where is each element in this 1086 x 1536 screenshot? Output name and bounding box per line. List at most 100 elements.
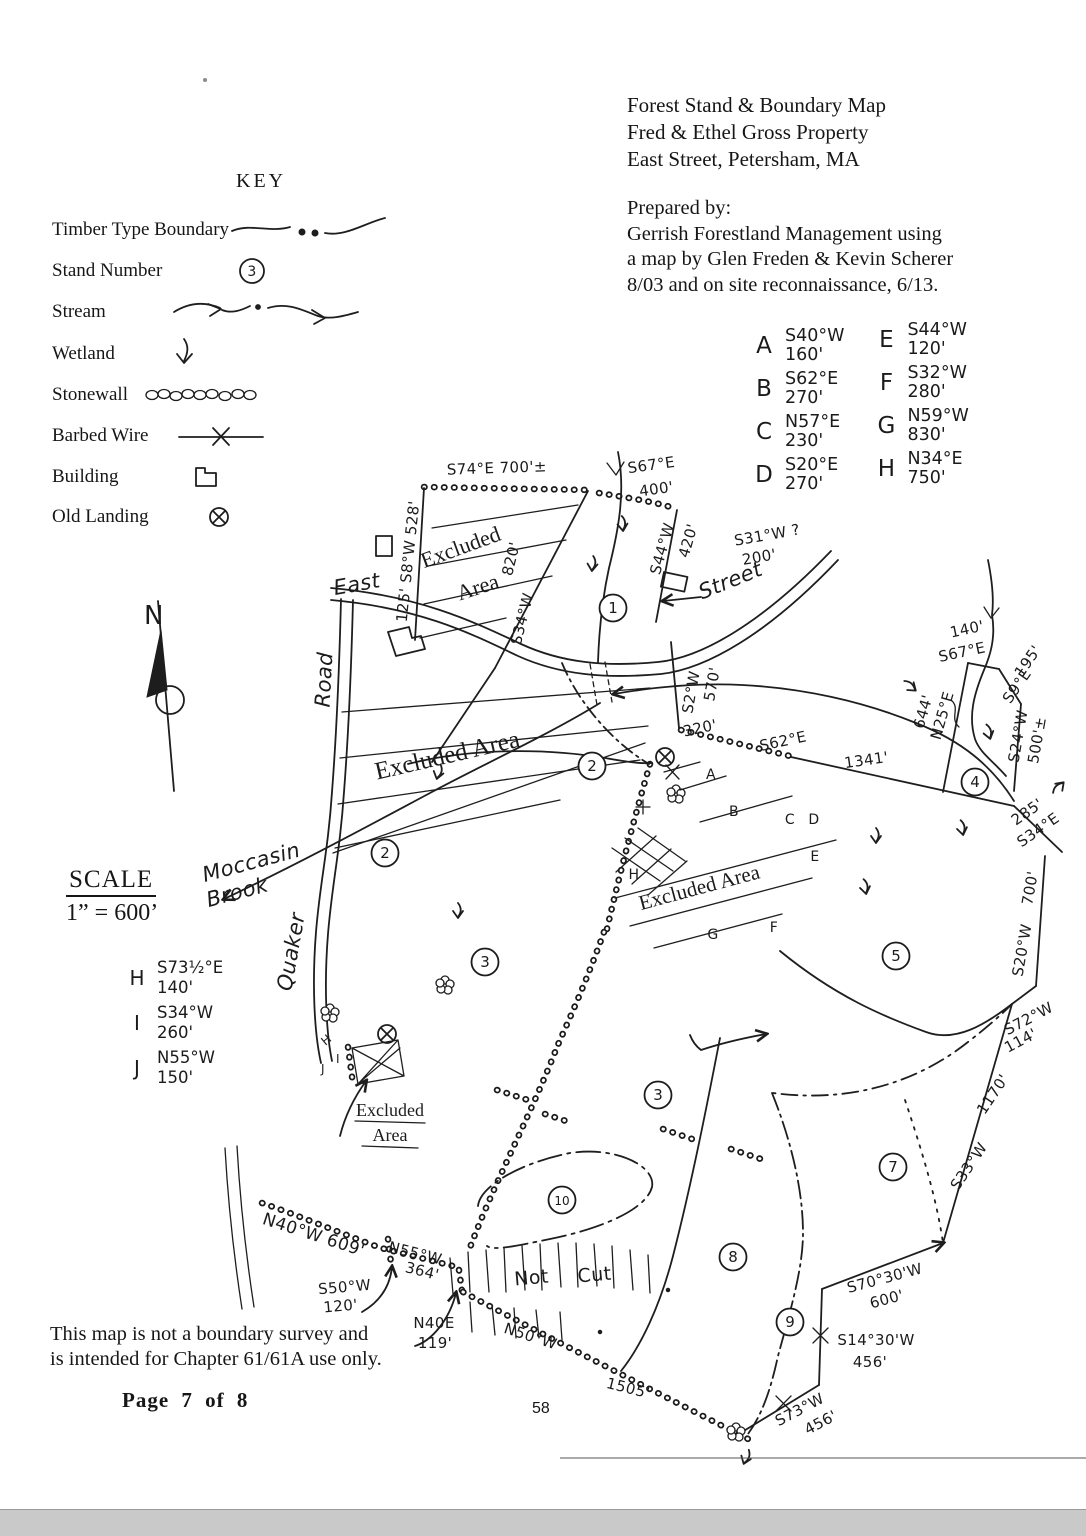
- bearing-direction: S34°W: [157, 1003, 214, 1022]
- wetland-icon: [176, 338, 193, 364]
- label-underlines: [354, 1120, 426, 1149]
- map-label: 120': [323, 1296, 359, 1317]
- bearing-id: H: [877, 456, 896, 482]
- trail-edge: [224, 1147, 243, 1310]
- key-item-label: Stand Number: [52, 260, 163, 281]
- map-label: 200': [741, 545, 778, 569]
- map-label: N40E: [413, 1314, 454, 1332]
- bearing-direction: S20°E: [785, 455, 839, 475]
- building-outline: [387, 626, 426, 657]
- map-label: Excluded: [356, 1100, 424, 1120]
- map-label: N40°W 609': [260, 1209, 367, 1261]
- key-item-stonewall: Stonewall: [52, 381, 282, 409]
- barbed-wire-marks: [665, 764, 829, 1412]
- svg-text:8: 8: [728, 1248, 738, 1266]
- trail-edge: [236, 1145, 255, 1308]
- old-landing-icon: [209, 507, 229, 527]
- bearing-length: 280': [907, 382, 946, 402]
- bearing-direction: N34°E: [907, 449, 963, 469]
- prepared-by-block: Prepared by: Gerrish Forestland Manageme…: [627, 196, 953, 298]
- bearing-id: I: [134, 1011, 140, 1035]
- bearing-id: H: [129, 966, 145, 990]
- bearing-id: D: [755, 462, 773, 488]
- map-label: I: [336, 1052, 340, 1066]
- moccasin-brook: [224, 702, 601, 899]
- key-item-stand-number: Stand Number 3: [52, 257, 290, 285]
- svg-text:3: 3: [480, 953, 490, 971]
- map-label: S67°E: [626, 453, 676, 477]
- streams: [224, 451, 1015, 1051]
- map-label: 456': [853, 1353, 887, 1371]
- map-label: E: [810, 849, 819, 865]
- key-item-label: Old Landing: [52, 506, 149, 527]
- stand-number-marker: 3: [470, 947, 500, 977]
- stand-number-marker: 9: [775, 1307, 805, 1337]
- map-title-block: Forest Stand & Boundary Map Fred & Ethel…: [627, 92, 886, 173]
- key-item-timber-type-boundary: Timber Type Boundary: [52, 216, 390, 244]
- stream-icon: [173, 303, 359, 325]
- scanner-edge-band: [0, 1509, 1086, 1536]
- map-label: B: [729, 804, 739, 820]
- map-labels: S74°E 700'±125' S8°W 528'ExcludedArea820…: [200, 453, 1063, 1439]
- svg-text:7: 7: [888, 1158, 898, 1176]
- excluded-area-hatching: [334, 504, 837, 1341]
- bearing-direction: S40°W: [785, 326, 845, 346]
- map-label: D: [808, 812, 819, 828]
- map-label: Excluded Area: [372, 726, 522, 786]
- stand-number-marker: 1: [598, 593, 628, 623]
- prepared-by-line: Gerrish Forestland Management using: [627, 222, 942, 245]
- key-title: KEY: [236, 170, 287, 192]
- map-label: S62°E: [758, 727, 808, 755]
- scale-block: SCALE 1” = 600’: [66, 866, 158, 927]
- map-label: East: [332, 568, 383, 600]
- bearing-direction: S32°W: [907, 363, 967, 383]
- key-item-building: Building: [52, 463, 230, 491]
- map-label: N50°W: [502, 1319, 560, 1353]
- map-title: Forest Stand & Boundary Map: [627, 93, 886, 117]
- map-label: Cut: [577, 1263, 613, 1288]
- map-label: S20°W: [1009, 922, 1036, 977]
- map-label: Area: [373, 1125, 408, 1145]
- key-item-label: Stonewall: [52, 384, 128, 405]
- bearing-id: C: [755, 419, 773, 445]
- stand-number-marker: 2: [370, 838, 400, 868]
- map-label: J: [320, 1062, 325, 1076]
- map-label: H: [318, 1032, 334, 1049]
- key-item-label: Building: [52, 466, 119, 487]
- stand-number-marker: 7: [878, 1152, 908, 1182]
- map-label: S67°E: [937, 638, 987, 666]
- map-label: Area: [453, 568, 502, 605]
- map-label: 119': [418, 1334, 452, 1352]
- map-label: 420': [675, 522, 702, 560]
- scale-value: 1” = 600’: [66, 900, 159, 926]
- map-label: S50°W: [317, 1276, 371, 1299]
- bearing-id: B: [756, 376, 772, 402]
- svg-text:2: 2: [587, 757, 597, 775]
- disclaimer-line: is intended for Chapter 61/61A use only.: [50, 1348, 382, 1370]
- prepared-by-line: Prepared by:: [627, 197, 732, 219]
- svg-text:2: 2: [380, 844, 390, 862]
- map-label: C: [785, 812, 795, 828]
- scan-speck: [203, 78, 207, 82]
- stand-divider-curves: [407, 662, 1013, 1435]
- east-street-lower-edge: [330, 559, 839, 677]
- bearing-id: J: [134, 1056, 140, 1080]
- map-label: Not: [513, 1266, 549, 1291]
- small-excluded-rect: [351, 1039, 405, 1085]
- svg-text:1: 1: [608, 599, 618, 617]
- bearing-length: 750': [907, 468, 946, 488]
- key-item-barbed-wire: Barbed Wire: [52, 422, 287, 450]
- bearing-direction: S73½°E: [157, 958, 224, 977]
- barbed-wire-icon: [178, 427, 264, 446]
- owner-line: Fred & Ethel Gross Property: [627, 120, 869, 144]
- bearing-direction: N57°E: [785, 412, 841, 432]
